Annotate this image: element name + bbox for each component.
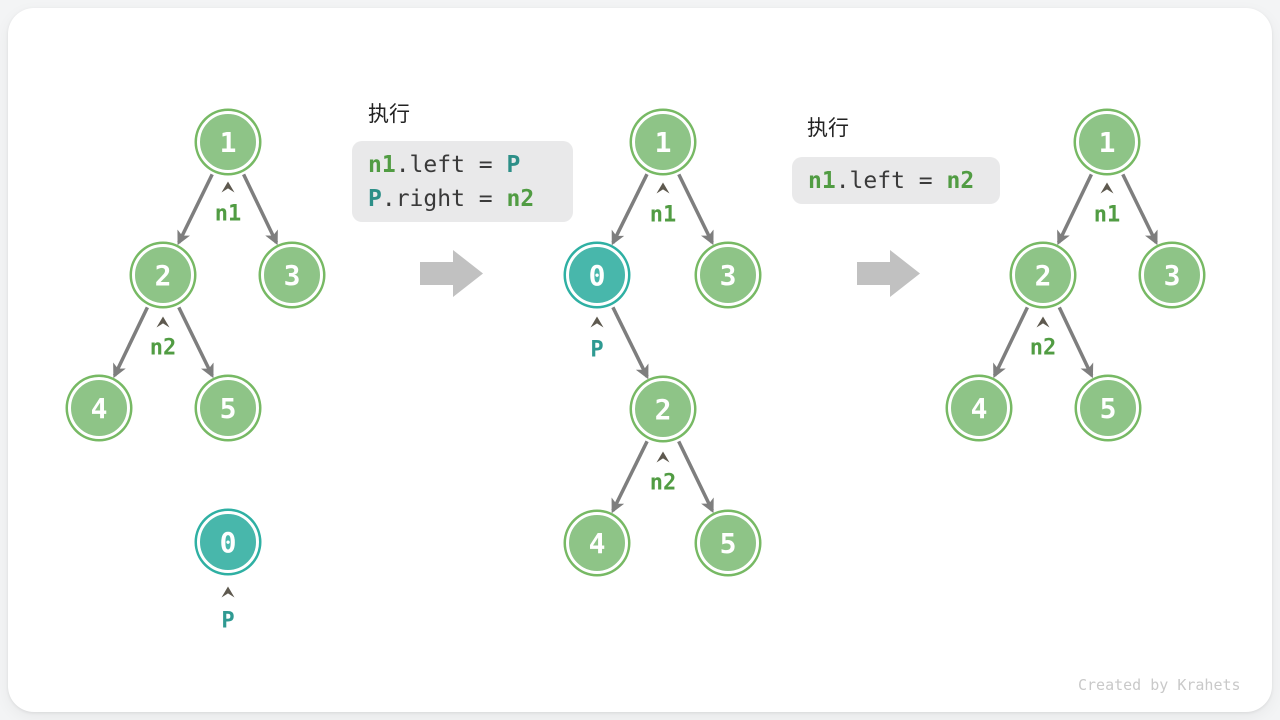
tree1-node-4: 4 <box>68 377 130 439</box>
tree1-node-3: 3 <box>261 244 323 306</box>
execute-label-2: 执行 <box>807 116 849 140</box>
node-value: 1 <box>654 125 672 159</box>
pointer-caret-icon <box>156 316 170 328</box>
node-value: 1 <box>1098 125 1116 159</box>
code-token-n2: n2 <box>946 168 975 194</box>
node-value: 4 <box>970 391 988 425</box>
node-value: 4 <box>90 391 108 425</box>
pointer-caret-icon <box>590 316 604 328</box>
node-value: 1 <box>219 125 237 159</box>
pointer-label-n1: n1 <box>1093 202 1121 228</box>
node-value: 5 <box>219 391 237 425</box>
tree3-node-4: 4 <box>948 377 1010 439</box>
tree1-node-1: 1 <box>197 111 259 173</box>
pointer-caret-icon <box>1036 316 1050 328</box>
pointer-label-n1: n1 <box>214 201 242 227</box>
node-value: 5 <box>1099 391 1117 425</box>
code-token-p: P <box>368 186 382 212</box>
code-token-n2: n2 <box>506 186 535 212</box>
code-line-1: n1.left = n2 <box>808 164 1000 198</box>
tree3-node-2: 2 <box>1012 244 1074 306</box>
pointer-caret-icon <box>221 586 235 598</box>
node-value: 3 <box>1163 258 1181 292</box>
code-token-mid: .left = <box>395 152 507 178</box>
tree1-node-5: 5 <box>197 377 259 439</box>
node-value: 2 <box>654 392 672 426</box>
pointer-caret-icon <box>221 181 235 193</box>
node-value: 3 <box>283 258 301 292</box>
tree2-node-2: 2 <box>632 378 694 440</box>
code-block-1: n1.left = P P.right = n2 <box>352 141 573 222</box>
node-value: 4 <box>588 526 606 560</box>
tree3-node-3: 3 <box>1141 244 1203 306</box>
tree2-node-0: 0 <box>566 244 628 306</box>
pointer-label-n2: n2 <box>649 470 677 496</box>
tree1-node-2: 2 <box>132 244 194 306</box>
pointer-caret-icon <box>1100 182 1114 194</box>
tree2-node-5: 5 <box>697 512 759 574</box>
tree2-node-4: 4 <box>566 512 628 574</box>
node-value: 0 <box>588 258 606 292</box>
pointer-label-p: P <box>590 337 604 363</box>
code-token-n1: n1 <box>368 152 396 178</box>
node-value: 2 <box>1034 258 1052 292</box>
code-block-2: n1.left = n2 <box>792 157 1000 204</box>
execute-label-1: 执行 <box>368 102 410 126</box>
code-token-mid: .left = <box>835 168 947 194</box>
node-value: 5 <box>719 526 737 560</box>
pointer-label-n2: n2 <box>149 335 177 361</box>
node-value: 3 <box>719 258 737 292</box>
tree3-node-1: 1 <box>1076 111 1138 173</box>
pointer-label-n2: n2 <box>1029 335 1057 361</box>
pointer-caret-icon <box>656 451 670 463</box>
tree3-node-5: 5 <box>1077 377 1139 439</box>
pointer-label-n1: n1 <box>649 202 677 228</box>
tree1-node-0-detached: 0 <box>197 511 259 573</box>
pointer-label-p: P <box>221 608 235 634</box>
node-value: 0 <box>219 525 237 559</box>
code-line-1: n1.left = P <box>368 148 573 182</box>
watermark-credit: Created by Krahets <box>1078 676 1241 694</box>
node-value: 2 <box>154 258 172 292</box>
code-line-2: P.right = n2 <box>368 182 573 216</box>
code-token-n1: n1 <box>808 168 836 194</box>
code-token-p: P <box>506 152 521 178</box>
code-token-mid: .right = <box>381 186 507 212</box>
tree2-node-3: 3 <box>697 244 759 306</box>
tree2-node-1: 1 <box>632 111 694 173</box>
pointer-caret-icon <box>656 182 670 194</box>
figure-card <box>8 8 1272 712</box>
